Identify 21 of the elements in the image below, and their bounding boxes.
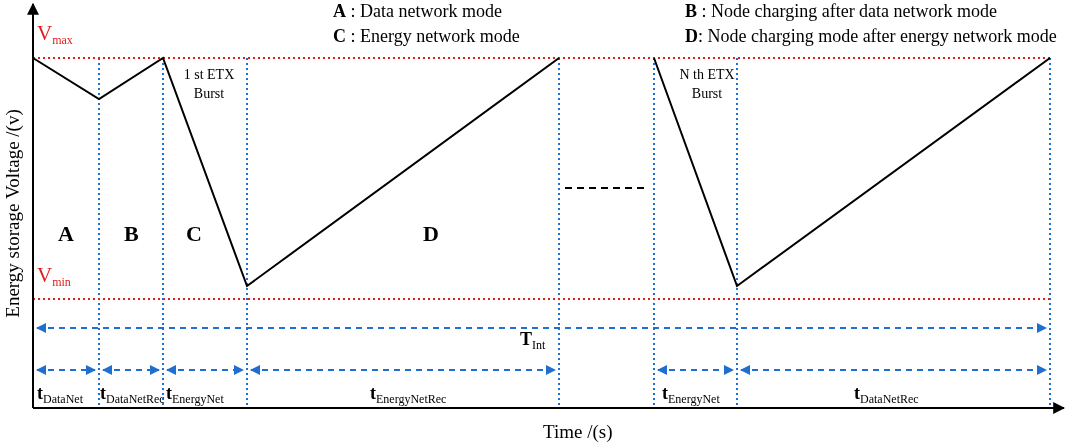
annotation-text: N th ETX Burst — [678, 66, 736, 103]
dimension-label: t$_{DataNetRec}$ — [100, 384, 165, 407]
dimension-label: t$_{DataNet}$ — [37, 384, 83, 407]
legend-text: A : Data network mode — [333, 2, 502, 22]
region-letter: A — [58, 222, 74, 247]
dimension-label: t$_{DataNetRec}$ — [854, 384, 919, 407]
region-letter: B — [124, 222, 139, 247]
legend-text: B : Node charging after data network mode — [685, 2, 998, 22]
axis-title: Energy storage Voltage /(v) — [2, 108, 24, 320]
annotation-text: 1 st ETX Burst — [182, 66, 236, 103]
axis-max-label: V$_{max}$ — [37, 22, 73, 48]
axis-title: Time /(s) — [543, 422, 613, 443]
dimension-label: t$_{EnergyNetRec}$ — [370, 384, 447, 407]
legend-text: C : Energy network mode — [333, 27, 520, 47]
region-letter: D — [423, 222, 439, 247]
region-letter: C — [186, 222, 202, 247]
dimension-label: t$_{EnergyNet}$ — [166, 384, 224, 407]
axis-min-label: V$_{min}$ — [37, 264, 71, 290]
dimension-label: T$_{Int}$ — [520, 330, 546, 353]
dimension-label: t$_{EnergyNet}$ — [662, 384, 720, 407]
legend-text: D: Node charging mode after energy network mode — [685, 27, 1057, 47]
